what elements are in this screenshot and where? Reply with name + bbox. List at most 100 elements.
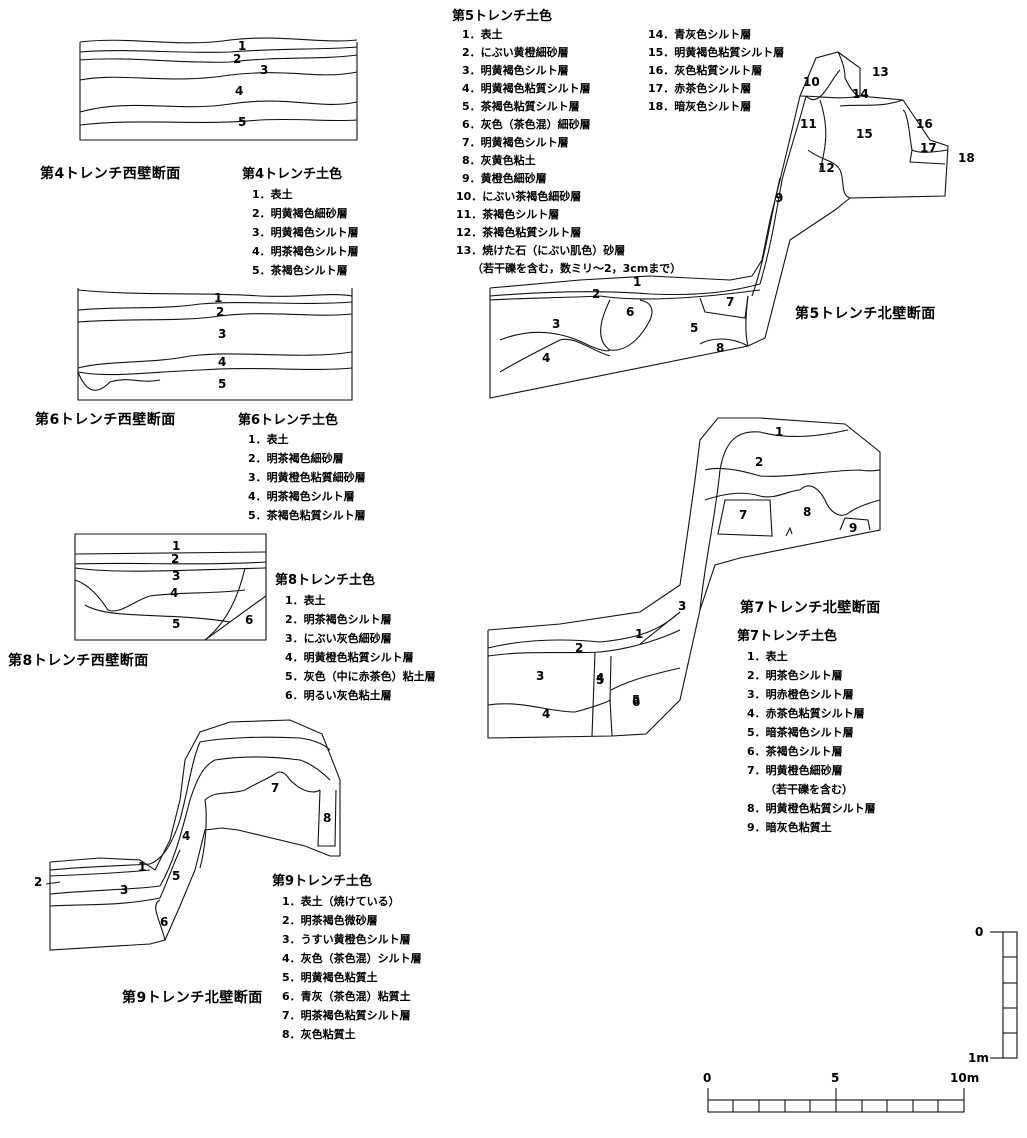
legend-item: 13．焼けた石（にぶい肌色）砂層 (456, 243, 625, 257)
layer-label: 1 (214, 291, 222, 305)
layer2-pointer (45, 881, 61, 885)
legend-item: 1．表土 (747, 649, 788, 663)
legend-item: （若干礫を含む） (765, 782, 853, 796)
trench9-layer-labels: 1 2 3 4 5 6 7 8 (34, 781, 331, 929)
legend-item: 1．表土 (285, 593, 326, 607)
layer-label: 8 (716, 341, 724, 355)
layer-label: 2 (216, 305, 224, 319)
layer-label: 7 (739, 508, 747, 522)
legend-title: 第6トレンチ土色 (238, 412, 338, 428)
legend-title: 第4トレンチ土色 (242, 166, 342, 182)
trench5-title: 第5トレンチ北壁断面 (795, 305, 936, 322)
layer-label: 9 (775, 191, 783, 205)
legend-item: 6．茶褐色シルト層 (747, 744, 843, 758)
layer-label: 7 (271, 781, 279, 795)
layer-label: 4 (596, 671, 604, 685)
layer-label: 17 (920, 141, 937, 155)
layer-label: 5 (596, 673, 604, 687)
legend-item: 8．明黄橙色粘質シルト層 (747, 801, 876, 815)
layer-label: 1 (138, 860, 146, 874)
legend-item: 4．赤茶色粘質シルト層 (747, 706, 865, 720)
trench4-profile (79, 37, 358, 141)
trench5-legend: 第5トレンチ土色 1．表土 2．にぶい黄橙細砂層 3．明黄褐色シルト層 4．明黄… (452, 8, 784, 275)
legend-item: 7．明茶褐色粘質シルト層 (282, 1008, 411, 1022)
legend-item: 3．明黄橙色粘質細砂層 (248, 470, 366, 484)
legend-item: 5．明黄褐色粘質土 (282, 970, 378, 984)
layer-label: 5 (690, 321, 698, 335)
legend-item: 3．うすい黄橙色シルト層 (282, 932, 411, 946)
layer-label: 8 (803, 505, 811, 519)
layer-label: 2 (592, 287, 600, 301)
trench4-title: 第4トレンチ西壁断面 (40, 165, 181, 182)
layer-label: 15 (856, 127, 873, 141)
trench8-profile (74, 533, 267, 641)
legend-item: 5．茶褐色粘質シルト層 (462, 99, 580, 113)
legend-item: 1．表土 (252, 187, 293, 201)
legend-item: 14．青灰色シルト層 (648, 27, 751, 41)
legend-title: 第9トレンチ土色 (272, 873, 372, 889)
trench8-title: 第8トレンチ西壁断面 (8, 652, 149, 669)
trench5-profile (489, 51, 949, 399)
layer-label: 5 (172, 869, 180, 883)
layer-label: 3 (552, 317, 560, 331)
layer-label: 2 (575, 641, 583, 655)
trench4-legend: 第4トレンチ土色 1．表土 2．明黄褐色細砂層 3．明黄褐色シルト層 4．明茶褐… (242, 166, 359, 277)
legend-item: 15．明黄褐色粘質シルト層 (648, 45, 784, 59)
legend-item: 2．明黄褐色細砂層 (252, 206, 348, 220)
layer-label: 6 (632, 695, 640, 709)
layer-label: 4 (542, 351, 550, 365)
layer-label: 4 (218, 355, 226, 369)
layer-label: 5 (218, 377, 226, 391)
legend-item: 12．茶褐色粘質シルト層 (456, 225, 581, 239)
layer-label: 1 (633, 275, 641, 289)
legend-item: 6．明るい灰色粘土層 (285, 688, 392, 702)
legend-item: 2．明茶色シルト層 (747, 668, 843, 682)
horizontal-scale-tick: 10m (950, 1071, 979, 1085)
legend-item: 5．茶褐色粘質シルト層 (248, 508, 366, 522)
trench5-layer-labels: 1 2 3 4 5 6 7 8 9 10 11 12 13 14 15 16 1… (542, 65, 975, 365)
layer-label: 3 (172, 569, 180, 583)
layer-label: 1 (172, 539, 180, 553)
legend-item: 4．明黄褐色粘質シルト層 (462, 81, 591, 95)
legend-item: 3．にぶい灰色細砂層 (285, 631, 392, 645)
vertical-scale-bar: 0 1m (968, 925, 1018, 1065)
layer-label: 2 (34, 875, 42, 889)
legend-item: 6．青灰（茶色混）粘質土 (282, 989, 411, 1003)
layer-label: 3 (120, 883, 128, 897)
legend-item: 3．明黄褐色シルト層 (252, 225, 359, 239)
legend-item: 3．明赤橙色シルト層 (747, 687, 854, 701)
trench4-layer-labels: 1 2 3 4 5 (233, 39, 268, 129)
trench9-profile (49, 719, 341, 951)
layer-label: 3 (678, 599, 686, 613)
layer-label: 13 (872, 65, 889, 79)
layer-label: 1 (775, 425, 783, 439)
legend-item: 6．灰色（茶色混）細砂層 (462, 117, 591, 131)
layer-label: 3 (536, 669, 544, 683)
layer-label: 3 (218, 327, 226, 341)
legend-item: 10．にぶい茶褐色細砂層 (456, 189, 581, 203)
vertical-scale-top-label: 0 (975, 925, 983, 939)
layer-label: 2 (233, 52, 241, 66)
horizontal-scale-bar: 0 5 10m (703, 1071, 979, 1113)
layer-label: 4 (542, 707, 550, 721)
legend-item: 7．明黄橙色細砂層 (747, 763, 843, 777)
legend-item: 4．明茶褐色シルト層 (252, 244, 359, 258)
horizontal-scale-tick: 5 (831, 1071, 839, 1085)
legend-item: 18．暗灰色シルト層 (648, 99, 751, 113)
layer-label: 16 (916, 117, 933, 131)
legend-item: 5．暗茶褐色シルト層 (747, 725, 854, 739)
legend-item: 8．灰色粘質土 (282, 1027, 356, 1041)
trench6-profile (77, 288, 353, 401)
trench6-title: 第6トレンチ西壁断面 (35, 411, 176, 428)
legend-item: 8．灰黄色粘土 (462, 153, 536, 167)
layer-label: 8 (323, 811, 331, 825)
layer-label: 4 (235, 84, 243, 98)
legend-item: 5．灰色（中に赤茶色）粘土層 (285, 669, 436, 683)
layer-label: 2 (171, 552, 179, 566)
vertical-scale-bottom-label: 1m (968, 1051, 989, 1065)
legend-title: 第7トレンチ土色 (737, 628, 837, 644)
layer-label: 6 (160, 915, 168, 929)
layer-label: 18 (958, 151, 975, 165)
layer-label: 7 (726, 295, 734, 309)
